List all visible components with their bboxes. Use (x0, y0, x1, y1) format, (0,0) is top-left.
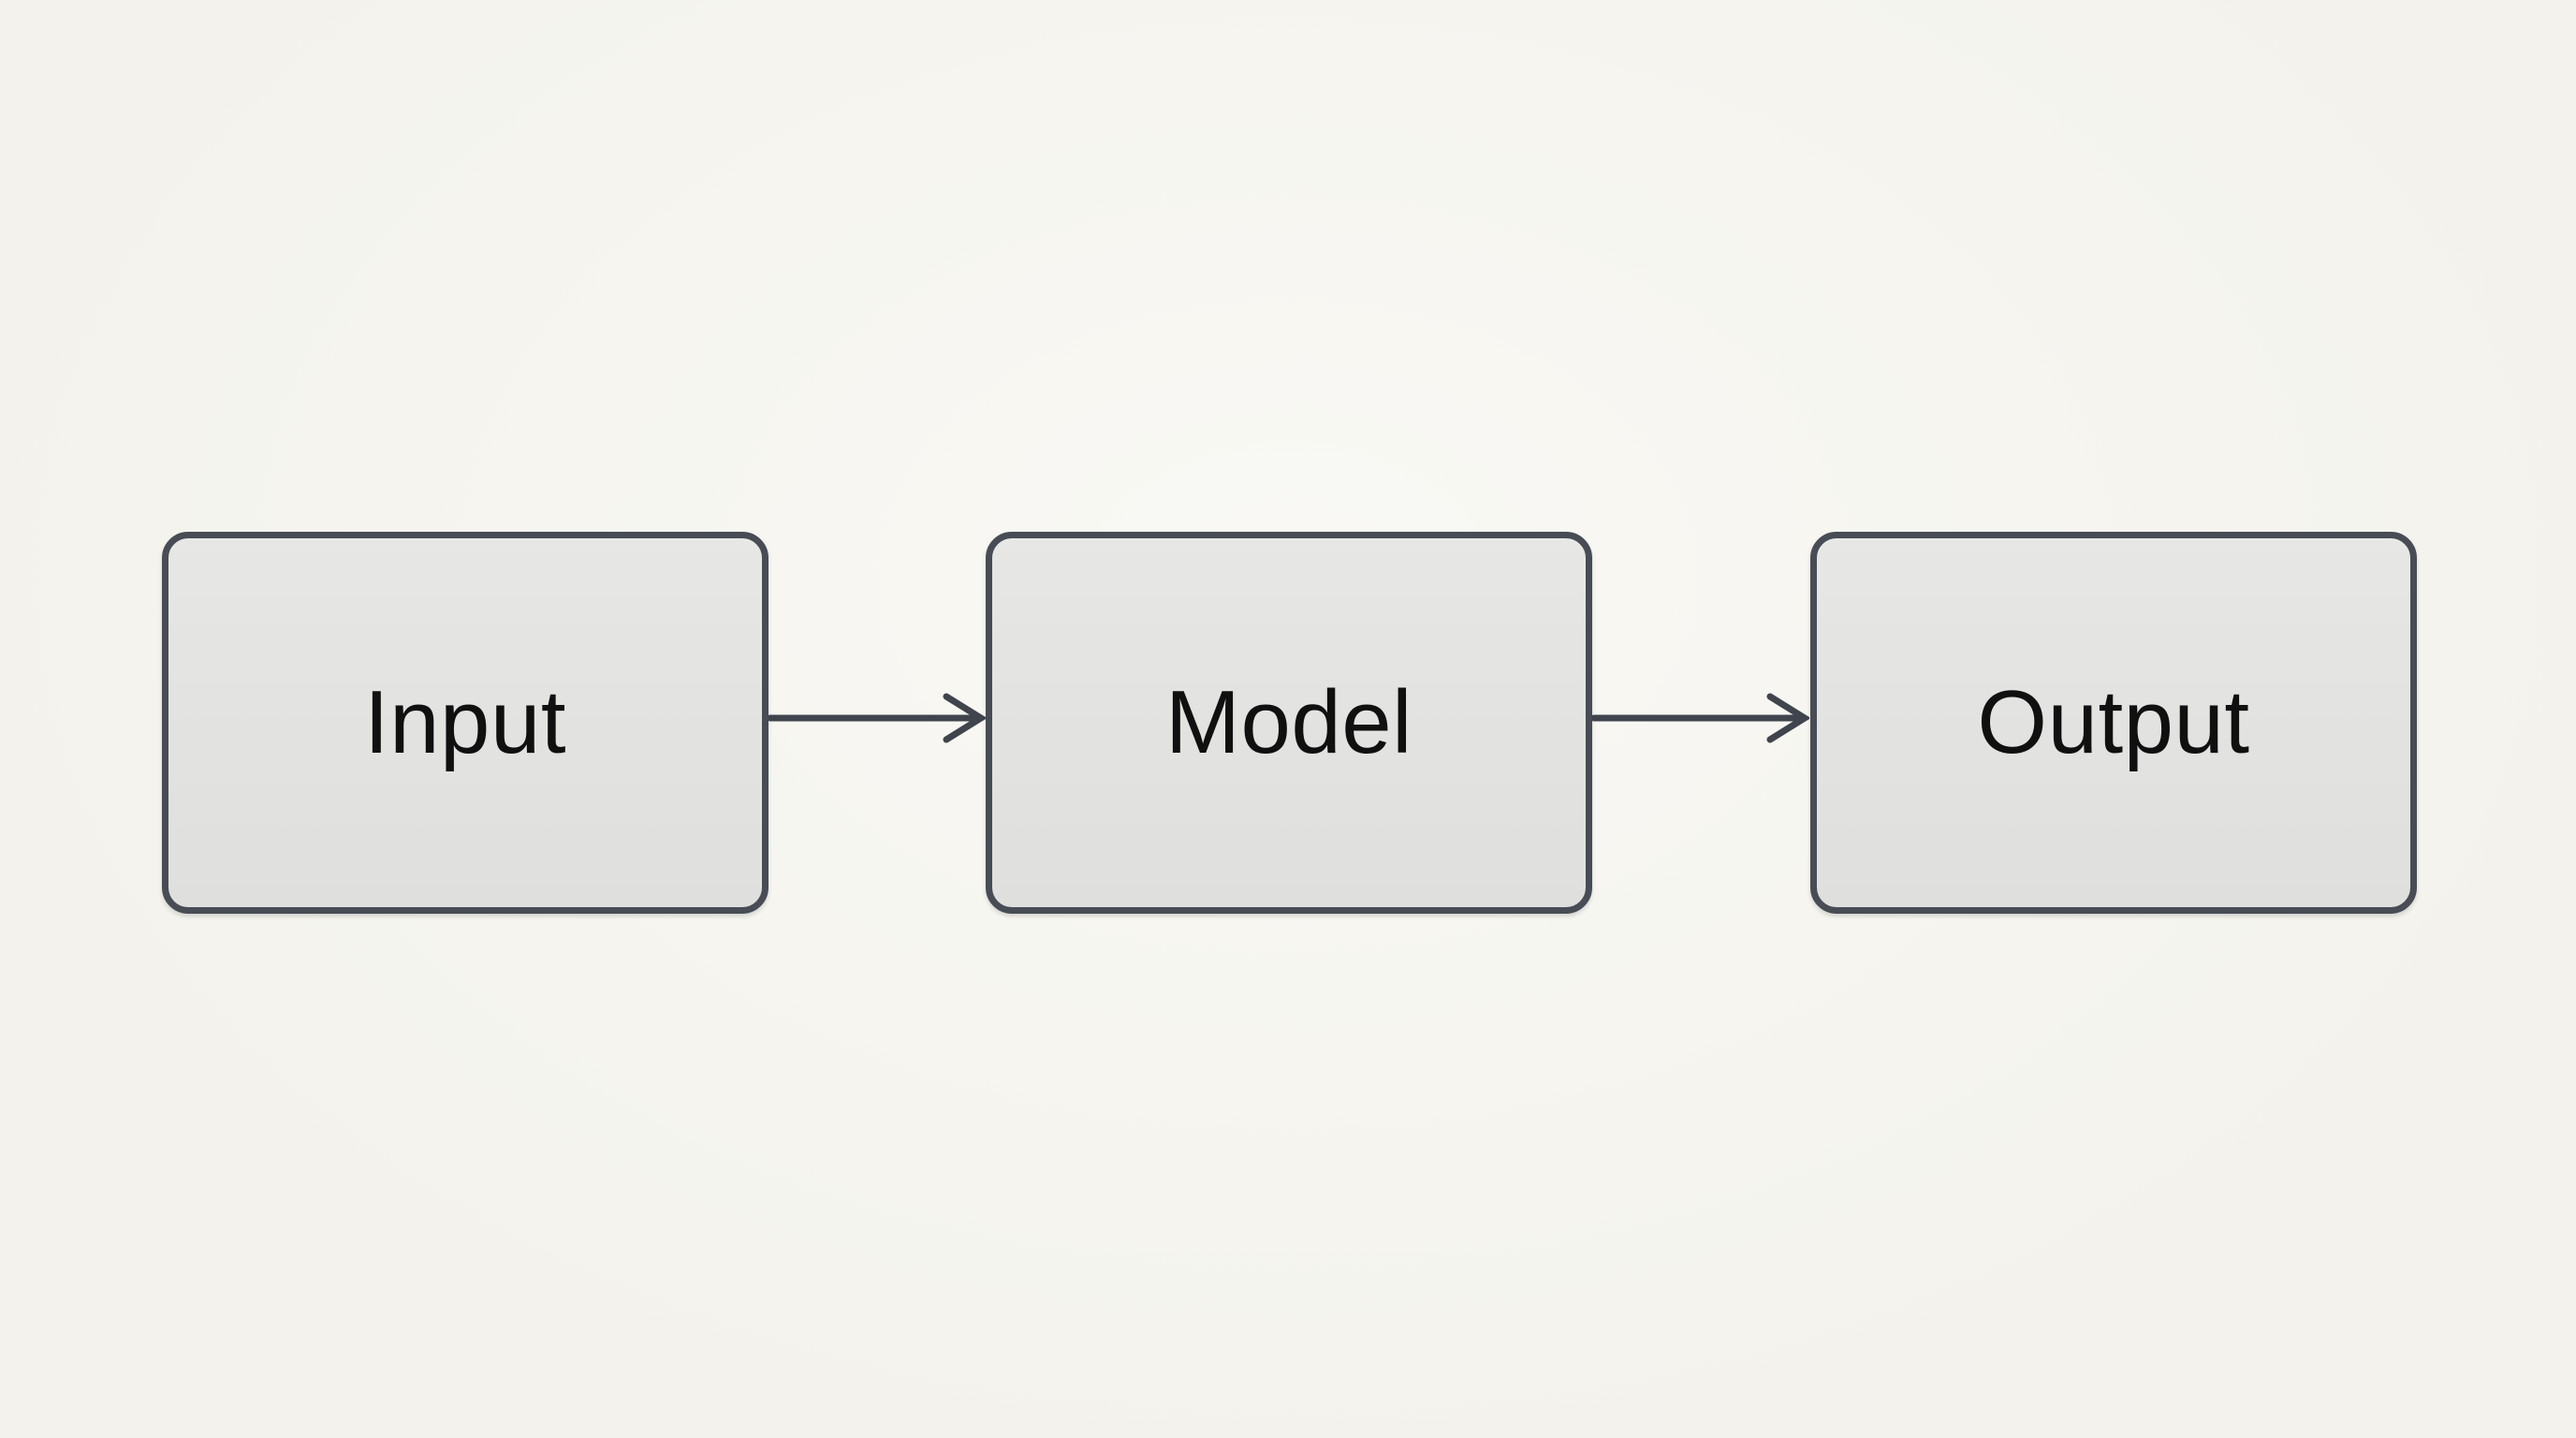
node-model: Model (986, 532, 1592, 914)
node-input: Input (162, 532, 768, 914)
arrow-right-icon-model-to-output (1592, 662, 1809, 774)
arrow-right-icon-input-to-model (768, 662, 986, 774)
node-input-label: Input (363, 672, 566, 772)
node-output-label: Output (1977, 672, 2250, 772)
node-model-label: Model (1165, 672, 1412, 772)
node-output: Output (1810, 532, 2417, 914)
